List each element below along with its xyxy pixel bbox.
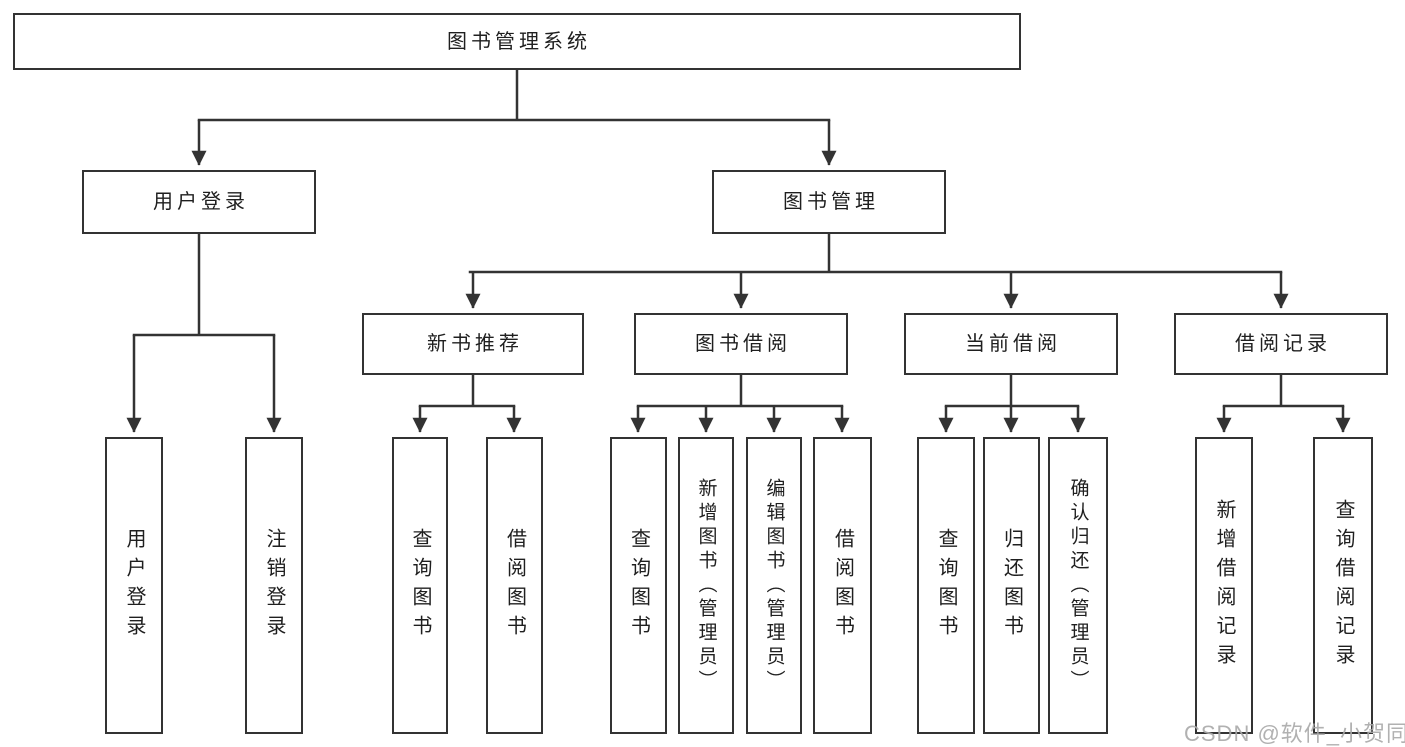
node-borrow-records-label: 借阅记录 (1235, 333, 1331, 355)
leaf-query-books-2-label: 查询图书 (627, 527, 650, 644)
node-book-borrow-label: 图书借阅 (695, 333, 791, 355)
node-library-system-label: 图书管理系统 (447, 30, 591, 53)
leaf-user-login-label: 用户登录 (123, 527, 145, 644)
node-library-system: 图书管理系统 (13, 13, 1021, 70)
leaf-logout: 注销登录 (245, 437, 303, 734)
leaf-confirm-return-admin-label: 确认归还（管理员） (1067, 477, 1089, 694)
leaf-edit-books-admin-label: 编辑图书（管理员） (763, 477, 785, 694)
leaf-borrow-books-1-label: 借阅图书 (503, 527, 526, 644)
node-user-login: 用户登录 (82, 170, 316, 234)
node-book-borrow: 图书借阅 (634, 313, 848, 375)
leaf-add-borrow-record: 新增借阅记录 (1195, 437, 1253, 734)
leaf-logout-label: 注销登录 (263, 527, 285, 644)
leaf-query-books-3-label: 查询图书 (935, 527, 957, 644)
node-new-book-recommend-label: 新书推荐 (427, 333, 523, 355)
leaf-edit-books-admin: 编辑图书（管理员） (746, 437, 802, 734)
node-book-management: 图书管理 (712, 170, 946, 234)
leaf-add-books-admin-label: 新增图书（管理员） (695, 477, 717, 694)
node-book-management-label: 图书管理 (783, 191, 879, 213)
leaf-borrow-books-2-label: 借阅图书 (831, 527, 854, 644)
leaf-borrow-books-2: 借阅图书 (813, 437, 872, 734)
leaf-return-books: 归还图书 (983, 437, 1040, 734)
leaf-query-books-2: 查询图书 (610, 437, 667, 734)
node-user-login-label: 用户登录 (153, 191, 249, 213)
node-current-borrow-label: 当前借阅 (965, 333, 1061, 355)
leaf-query-borrow-record: 查询借阅记录 (1313, 437, 1373, 734)
node-borrow-records: 借阅记录 (1174, 313, 1388, 375)
leaf-user-login: 用户登录 (105, 437, 163, 734)
leaf-add-borrow-record-label: 新增借阅记录 (1213, 498, 1235, 673)
leaf-add-books-admin: 新增图书（管理员） (678, 437, 734, 734)
node-new-book-recommend: 新书推荐 (362, 313, 584, 375)
csdn-watermark: CSDN @软件_小贺同学 (1184, 721, 1405, 746)
leaf-return-books-label: 归还图书 (1000, 527, 1023, 644)
leaf-query-books-3: 查询图书 (917, 437, 975, 734)
leaf-query-books-1-label: 查询图书 (409, 527, 431, 644)
leaf-confirm-return-admin: 确认归还（管理员） (1048, 437, 1108, 734)
node-current-borrow: 当前借阅 (904, 313, 1118, 375)
leaf-query-books-1: 查询图书 (392, 437, 448, 734)
leaf-borrow-books-1: 借阅图书 (486, 437, 543, 734)
leaf-query-borrow-record-label: 查询借阅记录 (1332, 498, 1354, 673)
